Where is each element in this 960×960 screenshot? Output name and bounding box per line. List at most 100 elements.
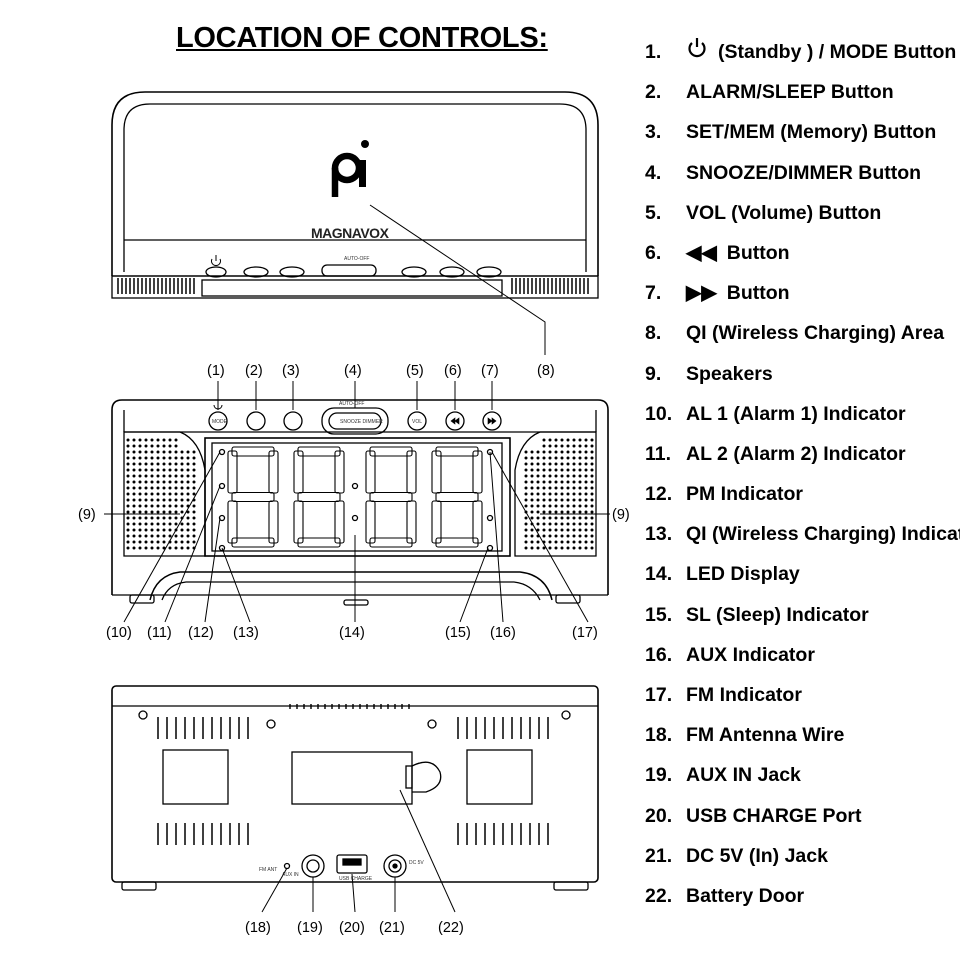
- callout-9-left: (9): [78, 507, 96, 523]
- control-number: 8.: [645, 322, 662, 345]
- fm-ant-label: FM ANT: [259, 867, 277, 873]
- control-item: 20. USB CHARGE Port: [645, 796, 960, 836]
- front-leader-lines: [104, 381, 610, 623]
- callout-2: (2): [245, 363, 263, 379]
- control-label: AL 1 (Alarm 1) Indicator: [686, 402, 906, 425]
- control-item: 19. AUX IN Jack: [645, 755, 960, 795]
- control-label: Button: [726, 282, 790, 305]
- callout-19: (19): [297, 920, 323, 936]
- control-number: 9.: [645, 362, 662, 385]
- control-number: 10.: [645, 402, 673, 425]
- callout-13: (13): [233, 625, 259, 641]
- top-left-grille: [117, 278, 195, 294]
- callout-17: (17): [572, 625, 598, 641]
- callout-1: (1): [207, 363, 225, 379]
- control-item: 1. (Standby ) / MODE Button: [645, 32, 960, 72]
- callout-22: (22): [438, 920, 464, 936]
- control-item: 12.PM Indicator: [645, 474, 960, 514]
- control-item: 11. AL 2 (Alarm 2) Indicator: [645, 434, 960, 474]
- snooze-button-label: SNOOZE DIMMER: [340, 419, 383, 425]
- control-label: SNOOZE/DIMMER Button: [686, 161, 922, 184]
- callout-20: (20): [339, 920, 365, 936]
- control-item: 18. FM Antenna Wire: [645, 715, 960, 755]
- battery-door: [291, 751, 442, 805]
- control-number: 15.: [645, 603, 673, 626]
- control-label: SL (Sleep) Indicator: [686, 603, 869, 626]
- control-number: 20.: [645, 804, 673, 827]
- control-label: ALARM/SLEEP Button: [686, 81, 894, 104]
- control-number: 16.: [645, 643, 673, 666]
- control-item: 6. ◀◀ Button: [645, 233, 960, 273]
- top-view: [111, 91, 599, 355]
- power-icon: [688, 38, 706, 58]
- control-item: 7.▶▶Button: [645, 273, 960, 313]
- control-number: 3.: [645, 121, 662, 144]
- control-item: 5. VOL (Volume) Button: [645, 193, 960, 233]
- control-label: FM Indicator: [686, 684, 802, 706]
- control-number: 14.: [645, 563, 673, 586]
- leader-line-8: [369, 204, 546, 355]
- control-item: 13.QI (Wireless Charging) Indicator: [645, 514, 960, 554]
- back-leader-lines: [261, 789, 456, 913]
- control-label: DC 5V (In) Jack: [686, 844, 828, 867]
- control-label: (Standby ) / MODE Button: [718, 41, 957, 63]
- control-number: 5.: [645, 201, 662, 224]
- control-number: 22.: [645, 884, 673, 907]
- control-label: VOL (Volume) Button: [686, 201, 882, 224]
- callout-7: (7): [481, 363, 499, 379]
- control-number: 11.: [645, 442, 672, 465]
- control-number: 12.: [645, 483, 673, 506]
- device-diagram: MAGNAVOX AUTO-OFF MODE AUTO-OFF SNOOZE D…: [78, 91, 630, 936]
- control-label: SET/MEM (Memory) Button: [686, 121, 937, 144]
- control-number: 21.: [645, 844, 673, 867]
- control-label: QI (Wireless Charging) Indicator: [686, 523, 960, 546]
- vent-strip: [289, 704, 410, 709]
- control-number: 1.: [645, 41, 662, 63]
- control-item: 10. AL 1 (Alarm 1) Indicator: [645, 394, 960, 434]
- callout-18: (18): [245, 920, 271, 936]
- control-item: 15. SL (Sleep) Indicator: [645, 595, 960, 635]
- snooze-top-label: AUTO-OFF: [339, 401, 364, 407]
- callout-21: (21): [379, 920, 405, 936]
- control-item: 14. LED Display: [645, 554, 960, 594]
- callout-11: (11): [147, 625, 172, 641]
- control-label: LED Display: [686, 563, 800, 586]
- controls-list: 1. (Standby ) / MODE Button 2.ALARM/SLEEP …: [645, 32, 960, 932]
- aux-in-label: AUX IN: [282, 872, 299, 878]
- control-item: 22. Battery Door: [645, 876, 960, 916]
- control-number: 18.: [645, 724, 673, 747]
- control-label: Button: [726, 241, 790, 264]
- control-label: Battery Door: [686, 884, 805, 907]
- callout-15: (15): [445, 625, 471, 641]
- usb-label: USB CHARGE: [339, 876, 373, 882]
- callout-16: (16): [490, 625, 516, 641]
- control-label: AUX IN Jack: [686, 764, 801, 787]
- right-speaker-grille: [524, 438, 594, 550]
- control-label: USB CHARGE Port: [686, 804, 862, 827]
- control-number: 6.: [645, 241, 662, 264]
- control-label: FM Antenna Wire: [686, 724, 845, 747]
- top-right-grille: [511, 278, 589, 294]
- dc-label: DC 5V: [409, 860, 424, 866]
- control-label: AL 2 (Alarm 2) Indicator: [686, 442, 906, 465]
- vol-button-label: VOL: [412, 419, 422, 425]
- qi-logo: [331, 140, 369, 197]
- mode-button-label: MODE: [212, 419, 228, 425]
- control-label: Speakers: [686, 362, 773, 385]
- callout-8: (8): [537, 363, 555, 379]
- callout-4: (4): [344, 363, 362, 379]
- callout-6: (6): [444, 363, 462, 379]
- control-number: 17.: [645, 684, 673, 706]
- top-power-icon: [211, 255, 221, 266]
- control-item: 3. SET/MEM (Memory) Button: [645, 112, 960, 152]
- control-item: 9. Speakers: [645, 354, 960, 394]
- top-button-row: [205, 264, 502, 278]
- left-speaker-grille: [126, 438, 196, 550]
- bottom-vents: [157, 717, 549, 845]
- callout-10: (10): [106, 625, 132, 641]
- rewind-icon: ◀◀: [686, 241, 717, 264]
- control-number: 19.: [645, 764, 673, 787]
- control-number: 4.: [645, 161, 662, 184]
- brand-logo: MAGNAVOX: [311, 225, 390, 241]
- control-item: 2.ALARM/SLEEP Button: [645, 72, 960, 112]
